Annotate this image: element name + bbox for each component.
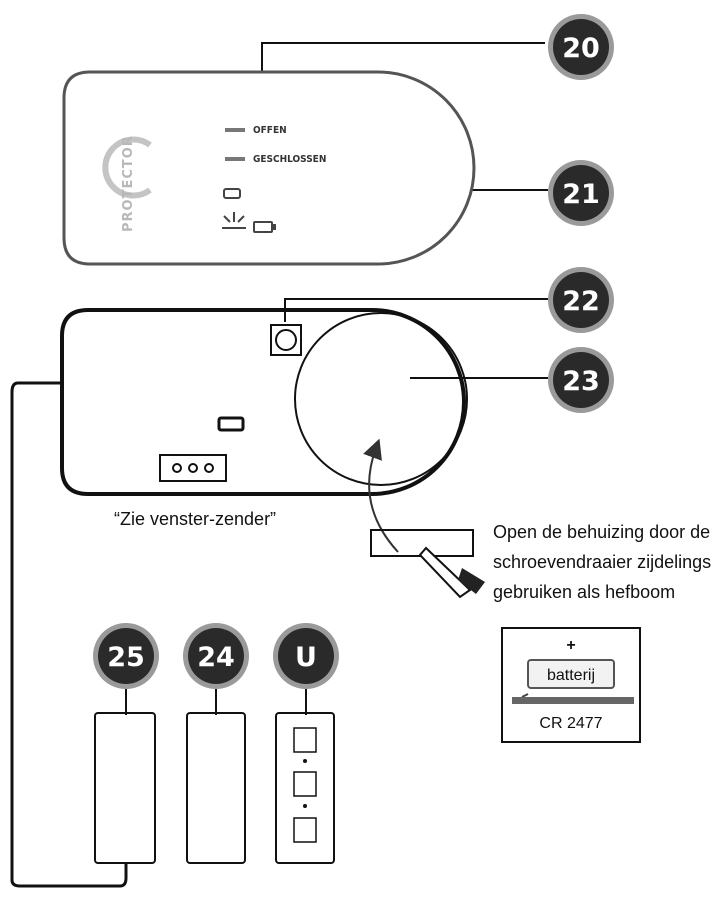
part-25: [94, 685, 156, 864]
leader-line-22: [284, 298, 548, 322]
svg-text:U: U: [295, 642, 317, 673]
svg-text:20: 20: [562, 33, 600, 64]
instruction-line-3: gebruiken als hefboom: [493, 582, 675, 602]
battery-cell: [527, 659, 615, 689]
status-window: [223, 188, 241, 199]
callout-badge-23: 23: [548, 347, 614, 413]
svg-text:24: 24: [197, 642, 235, 673]
terminal-3: [204, 463, 214, 473]
callout-badge-u: U: [273, 623, 339, 689]
battery-holder: [512, 697, 634, 704]
led-closed-label: GESCHLOSSEN: [253, 154, 326, 165]
callout-badge-24: 24: [183, 623, 249, 689]
callout-badge-20: 20: [548, 14, 614, 80]
base-caption: “Zie venster-zender”: [114, 509, 276, 529]
battery-compartment: [294, 312, 468, 486]
svg-text:25: 25: [107, 642, 145, 673]
svg-text:21: 21: [562, 179, 600, 210]
callout-badge-21: 21: [548, 160, 614, 226]
led-closed-indicator: [225, 157, 245, 161]
button-housing: [270, 324, 302, 356]
svg-text:23: 23: [562, 366, 600, 397]
terminal-2: [188, 463, 198, 473]
part-u: [275, 685, 335, 864]
battery-detail-box: + batterij CR 2477: [501, 627, 641, 743]
protector-logo: PROTECTOR: [102, 135, 152, 232]
connection-wire: [10, 381, 128, 888]
svg-text:22: 22: [562, 286, 600, 317]
part-u-body: [275, 712, 335, 864]
instruction-line-1: Open de behuizing door de: [493, 522, 710, 542]
cover-unit: PROTECTOR OFFEN GESCHLOSSEN: [62, 70, 476, 266]
base-slot: [217, 416, 245, 432]
terminal-1: [172, 463, 182, 473]
part-u-slot-3: [293, 817, 317, 843]
base-outline: [60, 308, 466, 496]
battery-type-label: CR 2477: [539, 715, 602, 732]
callout-badge-22: 22: [548, 267, 614, 333]
callout-badge-25: 25: [93, 623, 159, 689]
leader-line-20: [261, 42, 545, 72]
part-24: [186, 685, 246, 864]
part-u-slot-2: [293, 771, 317, 797]
terminal-block: [159, 454, 227, 482]
base-unit: [60, 308, 468, 496]
battery-plus-label: +: [566, 637, 575, 654]
logo-text: PROTECTOR: [121, 135, 136, 232]
tamper-button[interactable]: [275, 329, 297, 351]
part-25-body: [94, 712, 156, 864]
lever-arrow: [363, 438, 399, 553]
part-u-slot-1: [293, 727, 317, 753]
screwdriver-illustration: [370, 529, 485, 599]
instruction-line-2: schroevendraaier zijdelings te: [493, 552, 714, 572]
battery-low-icon: [253, 221, 276, 233]
light-icon: [222, 212, 246, 229]
part-24-body: [186, 712, 246, 864]
led-open-indicator: [225, 128, 245, 132]
led-open-label: OFFEN: [253, 125, 287, 136]
battery-label: batterij: [547, 667, 595, 684]
cover-outline: [62, 70, 476, 266]
